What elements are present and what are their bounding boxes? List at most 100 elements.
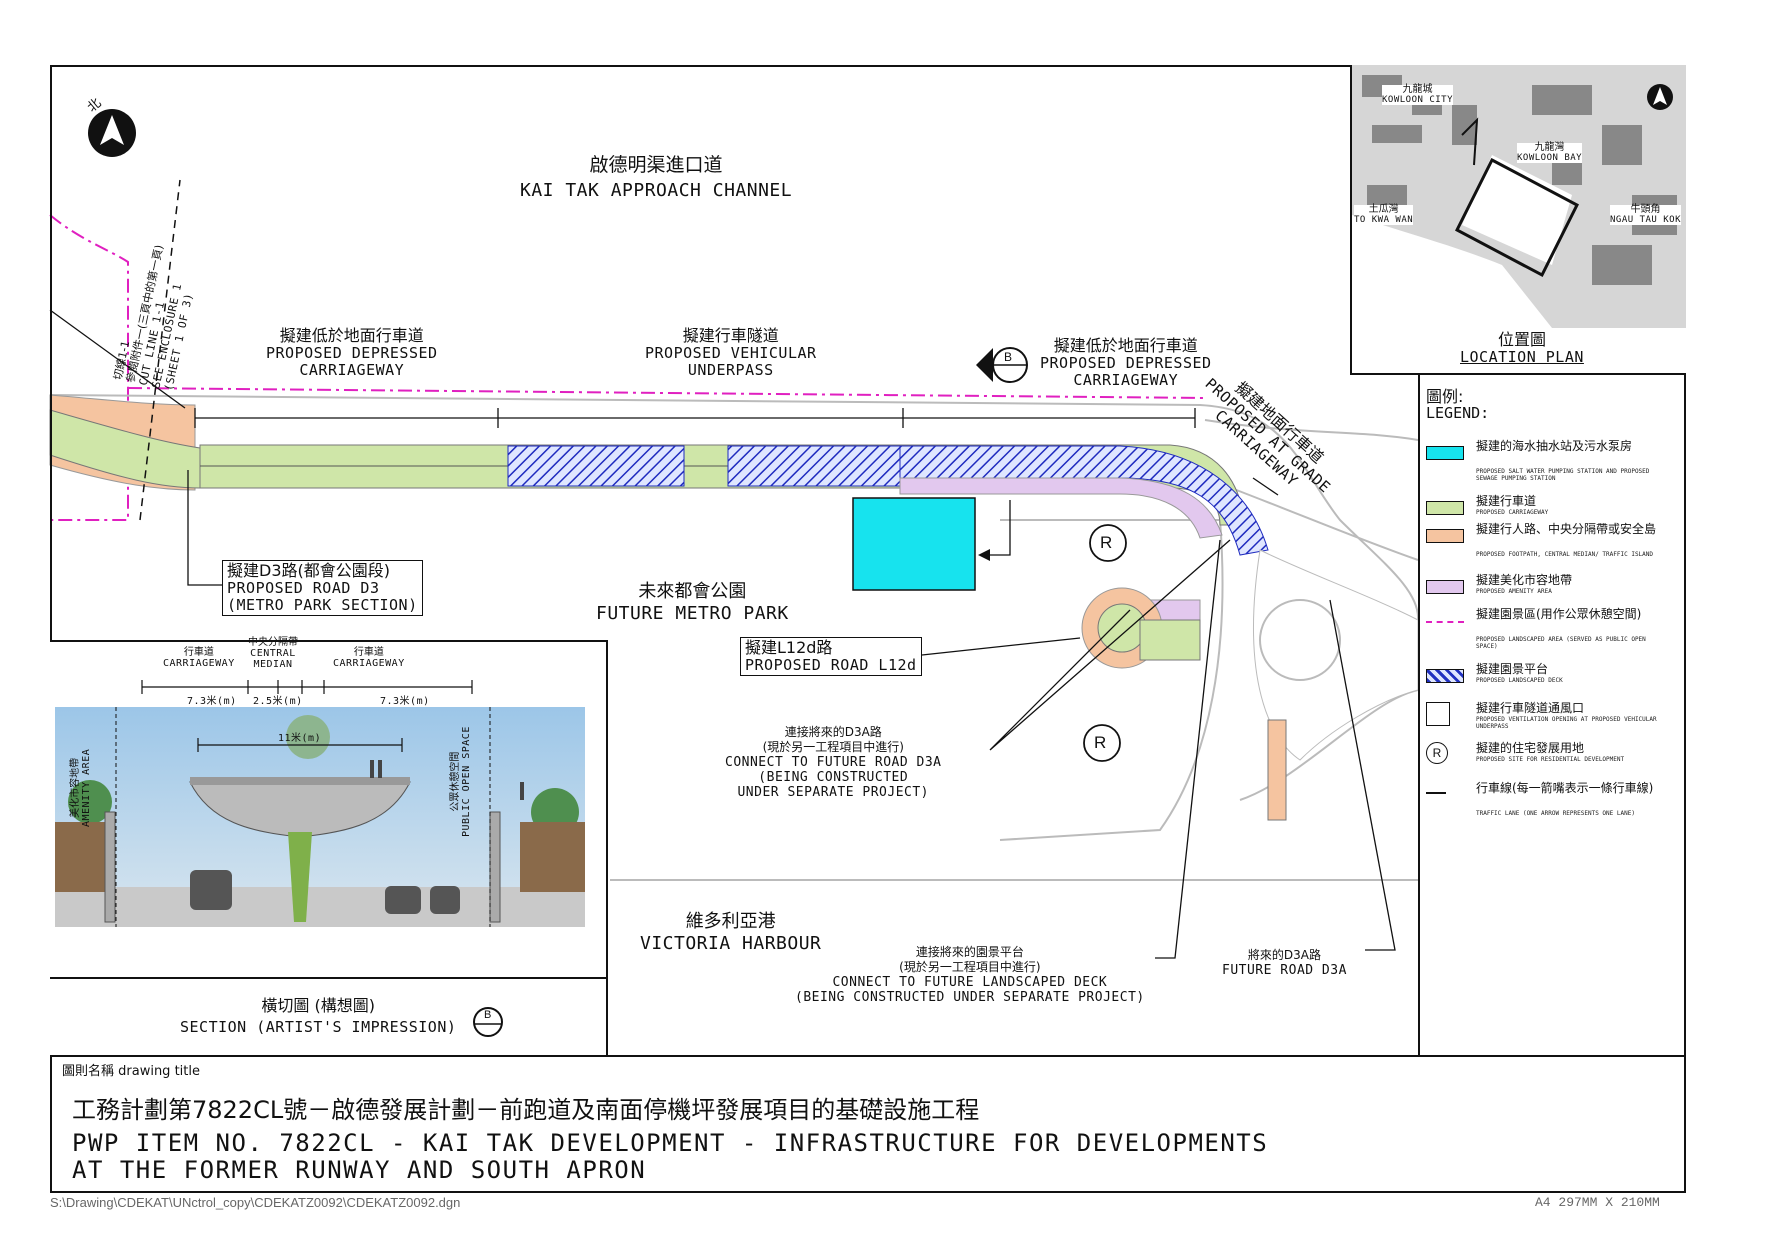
landscaped-deck-2: [727, 445, 901, 487]
connect-deck-zh1: 連接將來的園景平台: [915, 945, 1024, 959]
location-plan-title-en: LOCATION PLAN: [1460, 348, 1584, 366]
legend-swatch: [1426, 529, 1464, 543]
section-carriageway-1-en: CARRIAGEWAY: [163, 658, 235, 669]
loc-to-kwa-wan: 土瓜灣 TO KWA WAN: [1354, 205, 1414, 225]
loc-kowloon-bay: 九龍灣 KOWLOON BAY: [1517, 142, 1583, 163]
residential-label-1: R: [1100, 533, 1113, 552]
loc-kowloon-bay-zh: 九龍灣: [1534, 142, 1565, 153]
file-path: S:\Drawing\CDEKAT\UNctrol_copy\CDEKATZ00…: [50, 1195, 461, 1210]
location-north-icon: [1647, 84, 1673, 110]
section-open-space-zh: 公眾休憩空間: [450, 751, 461, 812]
depressed2-en1: PROPOSED DEPRESSED: [1040, 354, 1212, 372]
section-title: 橫切圖 (構想圖) SECTION (ARTIST'S IMPRESSION): [180, 997, 456, 1036]
connect-deck-label: 連接將來的園景平台 (現於另一工程項目中進行) CONNECT TO FUTUR…: [795, 945, 1145, 1005]
location-plan-map: [1352, 65, 1686, 328]
connect-d3a-en2: (BEING CONSTRUCTED: [758, 770, 909, 785]
section-median-en2: MEDIAN: [253, 659, 293, 670]
legend-swatch: [1426, 702, 1450, 726]
pumping-station: [852, 497, 976, 591]
north-arrow-icon: [88, 109, 136, 157]
legend-item-sublabel: PROPOSED AMENITY AREA: [1476, 588, 1552, 595]
loc-kowloon-city-en: KOWLOON CITY: [1382, 95, 1454, 105]
title-block: [50, 1055, 1686, 1195]
depressed2-zh: 擬建低於地面行車道: [1053, 336, 1198, 355]
loc-kowloon-bay-en: KOWLOON BAY: [1517, 153, 1583, 163]
location-plan-title: 位置圖 LOCATION PLAN: [1460, 331, 1584, 366]
road-l12d-en: PROPOSED ROAD L12d: [745, 656, 917, 674]
residential-label-2: R: [1094, 733, 1107, 752]
landscaped-boundary-line-2: [127, 387, 1206, 399]
legend-item-sublabel: PROPOSED VENTILATION OPENING AT PROPOSED…: [1476, 716, 1657, 730]
section-title-marker-label: B: [484, 1009, 492, 1021]
loc-ngau-tau-kok-en: NGAU TAU KOK: [1610, 215, 1682, 225]
channel-label-zh: 啟德明渠進口道: [589, 154, 723, 176]
roundabout: [1259, 599, 1341, 681]
section-open-space-label: 公眾休憩空間 PUBLIC OPEN SPACE: [450, 726, 472, 837]
legend-item-label: 擬建行車道: [1476, 494, 1537, 508]
section-carriageway-2: 行車道 CARRIAGEWAY: [333, 647, 405, 669]
legend-panel: [1418, 375, 1686, 1055]
legend-item-label: 擬建行人路、中央分隔帶或安全島: [1476, 522, 1657, 536]
future-road-d3a-strip: [1267, 719, 1287, 821]
connect-d3a-label: 連接將來的D3A路 (現於另一工程項目中進行) CONNECT TO FUTUR…: [725, 725, 942, 800]
connect-d3a-zh2: (現於另一工程項目中進行): [762, 740, 904, 754]
legend-item-sublabel: PROPOSED SALT WATER PUMPING STATION AND …: [1476, 468, 1650, 482]
section-dim-2: 2.5米(m): [253, 696, 303, 707]
legend-item-label: 擬建園景區(用作公眾休憩空間): [1476, 607, 1642, 621]
road-d3-en2: (METRO PARK SECTION): [227, 596, 418, 614]
connect-d3a-en3: UNDER SEPARATE PROJECT): [737, 785, 929, 800]
underpass-en1: PROPOSED VEHICULAR: [645, 344, 817, 362]
metro-park-zh: 未來都會公園: [638, 581, 747, 602]
legend-item-sublabel: PROPOSED LANDSCAPED AREA (SERVED AS PUBL…: [1476, 636, 1646, 650]
project-boundary: [1455, 157, 1579, 278]
harbour-en: VICTORIA HARBOUR: [640, 933, 822, 954]
legend-item-label: 擬建行車隧道通風口: [1476, 701, 1585, 715]
road-d3-zh: 擬建D3路(都會公園段): [227, 561, 390, 580]
harbour-label: 維多利亞港 VICTORIA HARBOUR: [640, 912, 821, 954]
section-carriageway-1: 行車道 CARRIAGEWAY: [163, 647, 235, 669]
section-dim-3: 7.3米(m): [380, 696, 430, 707]
section-amenity-label: 美化市容地帶 AMENITY AREA: [70, 749, 92, 827]
location-plan-title-zh: 位置圖: [1497, 330, 1546, 349]
legend-swatch: [1426, 446, 1464, 460]
legend-swatch: [1426, 792, 1446, 794]
section-median-zh: 中央分隔帶: [248, 637, 298, 648]
section-carriageway-2-zh: 行車道: [353, 647, 384, 658]
residential-marker-1: [1089, 524, 1127, 562]
connect-deck-zh2: (現於另一工程項目中進行): [899, 960, 1041, 974]
depressed-carriageway-label-2: 擬建低於地面行車道 PROPOSED DEPRESSED CARRIAGEWAY: [1040, 337, 1212, 389]
metro-park-label: 未來都會公園 FUTURE METRO PARK: [596, 582, 789, 624]
section-dim-1: 7.3米(m): [187, 696, 237, 707]
depressed1-en2: CARRIAGEWAY: [299, 361, 405, 379]
harbour-zh: 維多利亞港: [685, 911, 776, 932]
loc-kowloon-city-zh: 九龍城: [1402, 84, 1433, 95]
loc-ngau-tau-kok: 牛頭角 NGAU TAU KOK: [1610, 205, 1682, 225]
section-amenity-en: AMENITY AREA: [81, 748, 92, 827]
drawing-frame: [50, 65, 1686, 1193]
road-d3-label: 擬建D3路(都會公園段) PROPOSED ROAD D3 (METRO PAR…: [222, 560, 423, 616]
underpass-zh: 擬建行車隧道: [682, 326, 779, 345]
legend-swatch: [1426, 669, 1464, 683]
section-panel: 行車道 CARRIAGEWAY 中央分隔帶 CENTRAL MEDIAN 行車道…: [50, 637, 608, 1057]
legend-item: 擬建園景區(用作公眾休憩空間) PROPOSED LANDSCAPED AREA …: [1426, 607, 1676, 650]
location-plan: 九龍城 KOWLOON CITY 九龍灣 KOWLOON BAY 土瓜灣 TO …: [1350, 65, 1686, 375]
legend-item: 行車線(每一箭嘴表示一條行車線)TRAFFIC LANE (ONE ARROW …: [1426, 782, 1676, 818]
title-line-en1: PWP ITEM NO. 7822CL - KAI TAK DEVELOPMEN…: [72, 1129, 1269, 1157]
section-title-divider: [50, 977, 606, 979]
section-dim-top: 11米(m): [278, 733, 322, 744]
depressed1-zh: 擬建低於地面行車道: [279, 326, 424, 345]
section-title-marker-icon: [473, 1007, 503, 1037]
legend-item-sublabel: PROPOSED FOOTPATH, CENTRAL MEDIAN/ TRAFF…: [1476, 551, 1654, 558]
section-median: 中央分隔帶 CENTRAL MEDIAN: [248, 637, 298, 670]
connect-d3a-zh1: 連接將來的D3A路: [784, 725, 882, 739]
legend-swatch: R: [1426, 742, 1448, 764]
section-marker-icon: [976, 347, 1028, 383]
section-open-space-en: PUBLIC OPEN SPACE: [461, 726, 472, 837]
section-carriageway-2-en: CARRIAGEWAY: [333, 658, 405, 669]
